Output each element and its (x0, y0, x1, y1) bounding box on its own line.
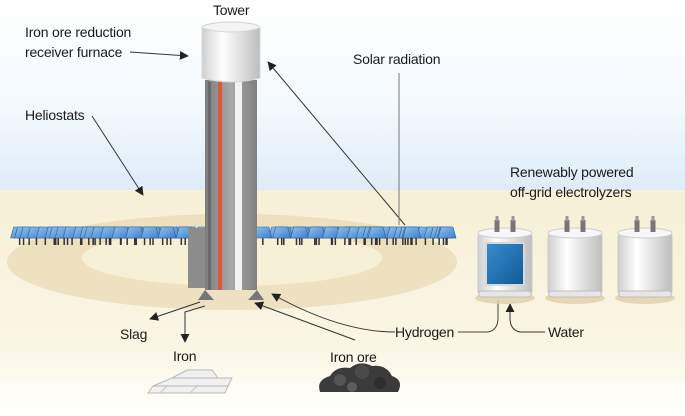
hydrogen-pipe (235, 82, 242, 290)
iron-ore-pile (319, 363, 400, 392)
electrolyzers-label-line1: Renewably powered (510, 164, 634, 180)
electrolyzer-top (547, 227, 603, 239)
electrolyte-window (485, 242, 525, 286)
electrode-tip (635, 216, 639, 221)
electrode-tip (495, 216, 499, 221)
electrode-terminal (564, 220, 570, 232)
electrode-terminal (634, 220, 640, 232)
heliostat-panel (272, 226, 292, 239)
tower-shaft (205, 80, 257, 290)
furnace-label-line2: receiver furnace (25, 44, 123, 60)
heliostat-panel (402, 226, 422, 239)
electrolyzer-body (617, 232, 673, 296)
tower (188, 21, 264, 300)
furnace-arrow (129, 50, 189, 60)
hydrogen-arrow (271, 293, 396, 333)
heliostat-panel (290, 226, 310, 239)
electrode-tip (581, 216, 585, 221)
hydrogen-line (458, 300, 499, 333)
heliostat-panel (437, 226, 457, 239)
heliostat-panel (306, 226, 326, 239)
solar-radiation-arrow (267, 61, 406, 226)
heliostats-label: Heliostats (25, 107, 85, 123)
electrode-terminal (494, 220, 500, 232)
furnace-label-line1: Iron ore reduction (25, 24, 132, 40)
heliostat-field (10, 226, 457, 245)
electrode-terminal (650, 220, 656, 232)
electrolyzer-top (617, 227, 673, 239)
electrolyzer-top (477, 227, 533, 239)
solar-radiation-label: Solar radiation (353, 51, 441, 67)
water-label: Water (548, 324, 584, 340)
electrode-tip (565, 216, 569, 221)
tower-label: Tower (213, 2, 250, 18)
heliostat-panel (140, 226, 160, 239)
electrolyzer-body (547, 232, 603, 296)
slag-label: Slag (120, 326, 148, 342)
iron-ore-label: Iron ore (330, 349, 377, 365)
iron-ingots (147, 369, 233, 394)
heliostat-panel (125, 226, 145, 239)
heliostats-arrow (91, 115, 144, 196)
heliostat-panel (322, 226, 341, 239)
tower-foot (248, 290, 264, 300)
hot-pipe (218, 82, 222, 290)
iron-label: Iron (173, 348, 197, 364)
tower-foot (198, 290, 214, 300)
electrolyzers-label-line2: off-grid electrolyzers (510, 184, 632, 200)
electrode-terminal (580, 220, 586, 232)
iron-ore-arrow (254, 301, 356, 341)
hydrogen-label: Hydrogen (395, 324, 455, 340)
electrode-tip (651, 216, 655, 221)
heliostat-panel (111, 226, 131, 239)
ore-pipe (208, 82, 211, 290)
heliostat-panel (157, 226, 177, 239)
electrode-terminal (510, 220, 516, 232)
electrolyzers (475, 216, 675, 304)
electrolyzer-base (548, 290, 602, 298)
electrolyzer-base (618, 290, 672, 298)
electrode-tip (511, 216, 515, 221)
slag-arrow (149, 301, 201, 321)
heliostat-panel (367, 226, 387, 239)
receiver-furnace (201, 27, 261, 83)
sky (0, 0, 685, 192)
water-arrow (505, 303, 545, 333)
electrolyzer-base (478, 290, 532, 298)
iron-arrow (180, 305, 206, 343)
